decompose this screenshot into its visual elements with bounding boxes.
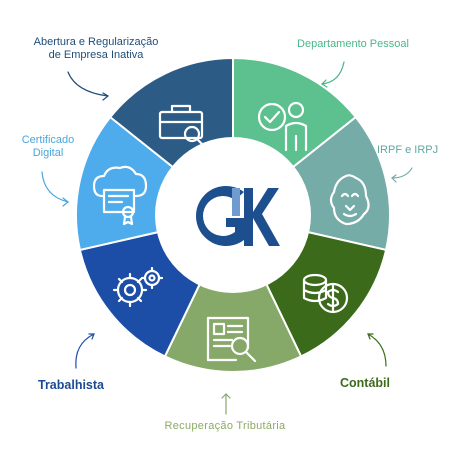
arrows	[41, 61, 413, 415]
label-certificado-line2: Digital	[32, 147, 64, 160]
label-certificado-line1: Certificado	[21, 134, 75, 146]
logo-letter-k	[244, 188, 280, 246]
label-irpf: IRPF e IRPJ	[377, 144, 439, 156]
logo-letter-g	[196, 186, 244, 247]
arrow-irpf	[391, 167, 413, 179]
arrow-irpf-head	[391, 174, 397, 183]
logo-accent-bar	[232, 188, 240, 216]
arrow-dp	[321, 61, 345, 85]
gears-icon	[112, 266, 164, 308]
label-abertura: Abertura e Regularização de Empresa Inat…	[6, 36, 186, 62]
arrow-cert	[41, 171, 69, 203]
label-certificado-digital: Certificado Digital	[8, 134, 88, 160]
lion-icon	[329, 174, 370, 226]
arrow-trab-head	[88, 333, 95, 340]
cloud-certificate-icon	[92, 165, 148, 226]
label-abertura-line2: de Empresa Inativa	[48, 49, 144, 62]
briefcase-search-icon	[158, 104, 206, 148]
arrow-abertura-head	[102, 92, 110, 101]
arrow-rec-head	[221, 393, 231, 399]
label-trabalhista: Trabalhista	[38, 378, 104, 392]
arrow-cont	[367, 333, 387, 367]
gk-logo	[196, 186, 280, 247]
segment-recuperacao	[163, 212, 303, 373]
coins-dollar-icon	[302, 273, 349, 314]
label-departamento-pessoal: Departamento Pessoal	[297, 38, 409, 50]
arrow-cert-head	[62, 197, 69, 207]
label-contabil: Contábil	[340, 376, 390, 390]
arrow-cont-head	[367, 333, 374, 340]
document-search-icon	[206, 316, 257, 363]
label-recuperacao-tributaria: Recuperação Tributária	[164, 420, 286, 432]
person-check-icon	[257, 101, 308, 152]
label-abertura-line1: Abertura e Regularização	[33, 36, 159, 48]
arrow-abertura	[67, 71, 109, 97]
arrow-dp-head	[321, 79, 328, 88]
arrow-trab	[75, 333, 95, 369]
